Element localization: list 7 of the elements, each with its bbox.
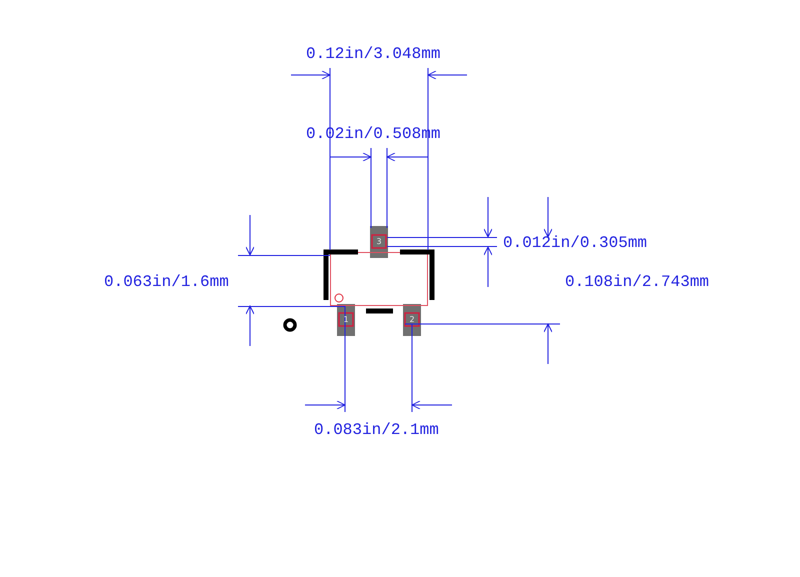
dimension-label: 0.012in/0.305mm xyxy=(503,234,648,252)
dimension-label: 0.12in/3.048mm xyxy=(306,45,440,63)
dimension-label: 0.063in/1.6mm xyxy=(104,273,229,291)
pin-number: 3 xyxy=(375,237,383,246)
dimension-label: 0.083in/2.1mm xyxy=(314,421,439,439)
dimension-label: 0.108in/2.743mm xyxy=(565,273,710,291)
pin-number: 2 xyxy=(408,315,416,324)
